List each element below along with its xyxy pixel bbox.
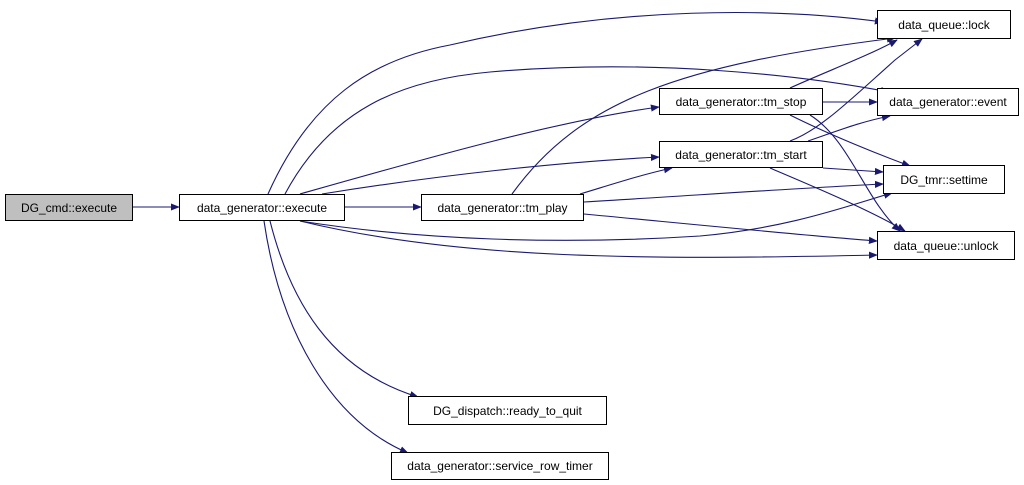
node-label: data_generator::execute [196, 200, 328, 215]
edge-tm_stop-to-dq_lock [789, 39, 898, 89]
node-label: DG_cmd::execute [20, 200, 118, 215]
edge-tm_stop-to-tmr_settime [789, 114, 911, 167]
node-dg-dispatch-ready-to-quit[interactable]: DG_dispatch::ready_to_quit [408, 396, 607, 425]
node-label: data_generator::tm_play [437, 200, 568, 215]
node-data-queue-unlock[interactable]: data_queue::unlock [877, 231, 1015, 260]
node-label: data_queue::unlock [893, 238, 999, 253]
node-label: data_queue::lock [898, 17, 990, 32]
node-dg-tmr-settime[interactable]: DG_tmr::settime [883, 165, 1005, 194]
node-label: DG_dispatch::ready_to_quit [433, 403, 582, 418]
node-data-queue-lock[interactable]: data_queue::lock [877, 10, 1011, 39]
edge-dg_execute-to-dq_unlock [299, 220, 878, 259]
edge-tm_play-to-tm_start [579, 166, 673, 195]
edge-tm_start-to-dq_lock [789, 38, 923, 142]
edge-dg_execute-to-dq_lock [267, 12, 884, 195]
edge-dg_execute-to-dg_event [284, 66, 890, 195]
edge-tm_start-to-tmr_settime [822, 167, 884, 176]
node-label: data_generator::event [889, 95, 1007, 109]
edge-dg_execute-to-tmr_settime [299, 191, 893, 241]
edge-tm_play-to-tmr_settime [583, 180, 884, 203]
edge-dg_execute-to-ready_to_quit [269, 220, 419, 399]
node-data-generator-tm-start[interactable]: data_generator::tm_start [659, 141, 823, 168]
edge-dg_execute-to-tm_start [321, 153, 660, 195]
edge-dg_execute-to-tm_stop [299, 104, 660, 195]
node-data-generator-tm-play[interactable]: data_generator::tm_play [421, 194, 584, 221]
edge-tm_play-to-dq_unlock [583, 213, 878, 244]
node-data-generator-service-row-timer[interactable]: data_generator::service_row_timer [391, 452, 609, 480]
node-data-generator-tm-stop[interactable]: data_generator::tm_stop [659, 88, 823, 115]
node-dg-cmd-execute[interactable]: DG_cmd::execute [5, 194, 133, 221]
node-data-generator-event[interactable]: data_generator::event [877, 88, 1019, 116]
node-data-generator-execute[interactable]: data_generator::execute [179, 194, 345, 221]
edge-tm_start-to-dg_event [807, 114, 891, 142]
node-label: data_generator::tm_stop [675, 94, 807, 109]
node-label: data_generator::service_row_timer [407, 459, 593, 473]
node-label: DG_tmr::settime [900, 172, 988, 187]
edge-tm_start-to-dq_unlock [769, 167, 906, 232]
edge-dg_execute-to-service_row_timer [263, 220, 409, 454]
edge-tm_play-to-dq_lock [511, 35, 896, 195]
node-label: data_generator::tm_start [675, 147, 807, 162]
